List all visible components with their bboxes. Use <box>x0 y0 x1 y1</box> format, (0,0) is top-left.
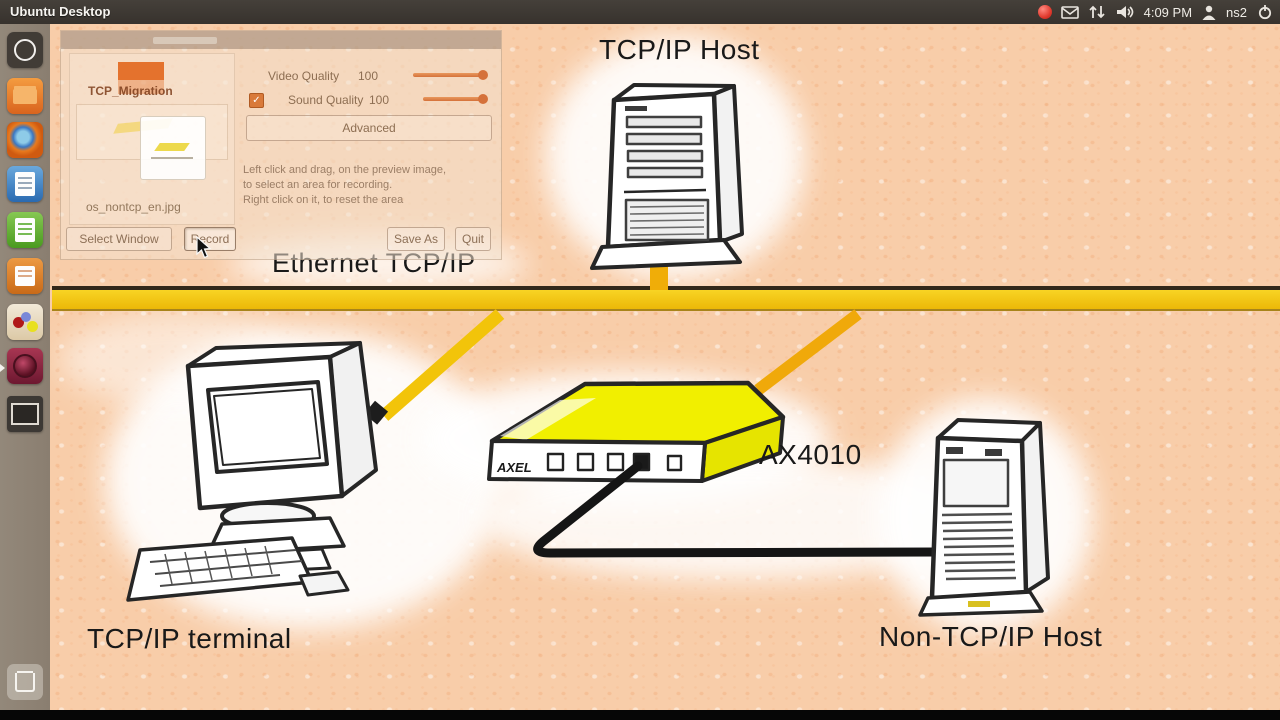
record-glyph <box>7 348 43 384</box>
bottom-black-bar <box>0 710 1280 720</box>
preview-window-body <box>118 80 164 94</box>
network-arrows-icon[interactable] <box>1088 3 1106 21</box>
titlebar-decoration <box>153 37 217 44</box>
preview-file-thumbnail <box>140 116 206 180</box>
non-tcp-host-label: Non-TCP/IP Host <box>879 621 1103 652</box>
dash-home-icon[interactable] <box>7 32 43 68</box>
desktop-title: Ubuntu Desktop <box>10 4 111 19</box>
save-as-button[interactable]: Save As <box>387 227 445 251</box>
files-icon[interactable] <box>7 78 43 114</box>
device-cable <box>754 309 862 395</box>
unity-launcher <box>0 24 50 710</box>
dash-logo <box>7 32 43 68</box>
help-line-1: Left click and drag, on the preview imag… <box>243 164 447 176</box>
libreoffice-calc-icon[interactable] <box>7 212 43 248</box>
sound-quality-value: 100 <box>369 93 390 107</box>
mouse-cursor <box>196 236 212 259</box>
thumbnail-line <box>151 157 193 159</box>
libreoffice-impress-icon[interactable] <box>7 258 43 294</box>
software-center-icon[interactable] <box>7 304 43 340</box>
writer-doc-glyph <box>7 166 43 202</box>
video-quality-slider[interactable] <box>413 70 488 80</box>
ax4010-device-drawing: AXEL <box>487 380 786 483</box>
running-app-indicator <box>0 364 5 372</box>
slider-knob[interactable] <box>478 94 488 104</box>
trash-icon[interactable] <box>7 664 43 700</box>
thumbnail-shape <box>154 143 190 151</box>
device-brand-label: AXEL <box>496 460 532 475</box>
quit-button[interactable]: Quit <box>455 227 491 251</box>
user-icon[interactable] <box>1201 4 1217 21</box>
ax4010-label: AX4010 <box>759 439 862 470</box>
serial-cable <box>533 461 943 558</box>
advanced-button[interactable]: Advanced <box>246 115 492 141</box>
tcp-host-server-drawing <box>590 83 744 270</box>
video-quality-label: Video Quality <box>268 69 340 83</box>
calc-doc-glyph <box>7 212 43 248</box>
folder-glyph <box>7 78 43 114</box>
trash-glyph <box>7 664 43 700</box>
mail-icon[interactable] <box>1060 3 1079 21</box>
firefox-icon[interactable] <box>7 122 43 158</box>
help-line-3: Right click on it, to reset the area <box>243 194 404 206</box>
libreoffice-writer-icon[interactable] <box>7 166 43 202</box>
top-panel: Ubuntu Desktop 4:09 PM ns2 <box>0 0 1280 24</box>
dialog-titlebar[interactable] <box>61 31 501 49</box>
non-tcp-host-server-drawing <box>918 418 1050 617</box>
recording-indicator-icon[interactable] <box>1037 5 1052 19</box>
preview-window-title: TCP_Migration <box>88 84 173 98</box>
sound-quality-slider[interactable] <box>423 94 488 104</box>
software-dots-glyph <box>7 304 43 340</box>
help-line-2: to select an area for recording. <box>243 179 393 191</box>
clock[interactable]: 4:09 PM <box>1143 4 1193 20</box>
impress-doc-glyph <box>7 258 43 294</box>
recording-preview[interactable]: TCP_Migration os_nontcp_en.jpg <box>69 53 235 225</box>
tcp-host-label: TCP/IP Host <box>599 34 760 65</box>
sound-quality-label: Sound Quality <box>288 93 364 107</box>
recordmydesktop-icon[interactable] <box>7 348 43 384</box>
terminal-glyph <box>7 396 43 432</box>
help-text: Left click and drag, on the preview imag… <box>243 163 499 208</box>
sound-quality-checkbox[interactable]: ✓ <box>249 93 264 108</box>
terminal-cable <box>364 309 505 425</box>
username[interactable]: ns2 <box>1226 4 1247 20</box>
slider-knob[interactable] <box>478 70 488 80</box>
system-tray: 4:09 PM ns2 <box>1037 0 1274 24</box>
terminal-label: TCP/IP terminal <box>87 623 292 654</box>
terminal-drawing <box>126 341 378 602</box>
recordmydesktop-dialog: TCP_Migration os_nontcp_en.jpg Video Qua… <box>60 30 502 260</box>
select-window-button[interactable]: Select Window <box>66 227 172 251</box>
preview-filename: os_nontcp_en.jpg <box>86 200 181 214</box>
video-quality-value: 100 <box>358 69 379 83</box>
terminal-icon[interactable] <box>7 396 43 432</box>
preview-window-header <box>118 62 164 80</box>
session-gear-icon[interactable] <box>1256 3 1274 21</box>
volume-icon[interactable] <box>1115 3 1135 21</box>
